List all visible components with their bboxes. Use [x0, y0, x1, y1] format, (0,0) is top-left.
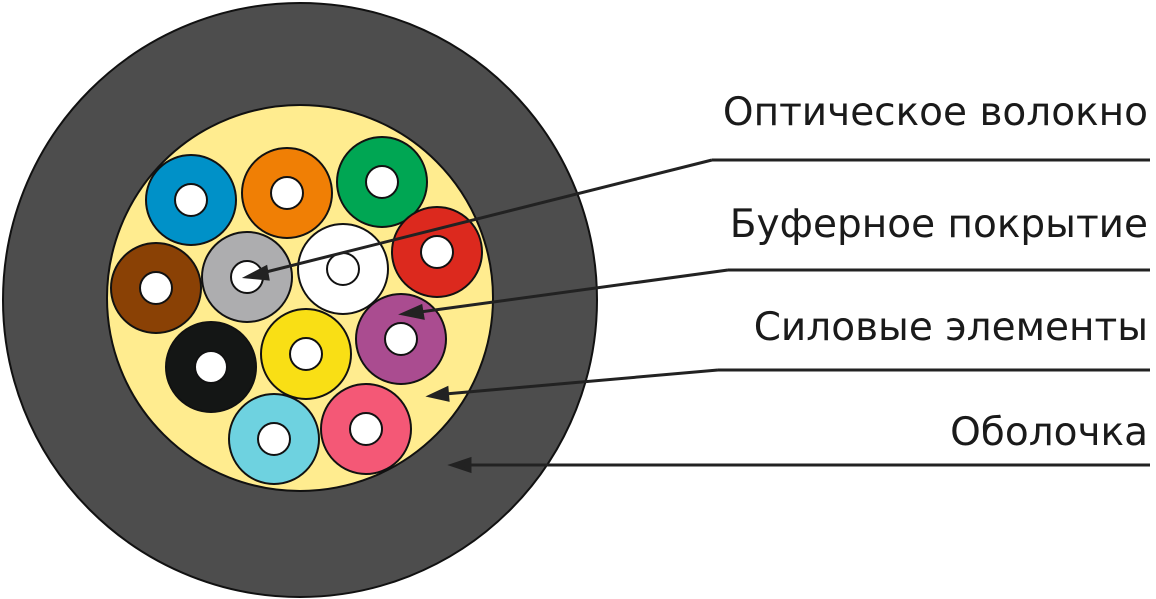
optical-fiber-12: [349, 412, 383, 446]
optical-fiber-1: [174, 183, 208, 217]
optical-fiber-3: [365, 165, 399, 199]
optical-fiber-5: [139, 271, 173, 305]
optical-fiber-4: [420, 235, 454, 269]
arrowhead-buffer: [398, 303, 425, 320]
arrowhead-sheath: [447, 456, 472, 474]
arrowhead-strength: [425, 385, 450, 402]
optical-fiber-8: [384, 322, 418, 356]
arrow-strength: [444, 368, 719, 396]
label-strength-members: Силовые элементы: [753, 305, 1148, 350]
optical-fiber-10: [289, 337, 323, 371]
optical-fiber-9: [194, 350, 228, 384]
label-buffer-coating: Буферное покрытие: [729, 202, 1148, 247]
optical-fiber-11: [257, 422, 291, 456]
label-sheath: Оболочка: [950, 410, 1148, 455]
arrow-fiber: [261, 158, 713, 275]
arrow-buffer: [419, 268, 729, 314]
label-optical-fiber: Оптическое волокно: [722, 90, 1148, 135]
optical-fiber-2: [270, 176, 304, 210]
arrowhead-fiber: [241, 264, 270, 281]
optical-fiber-7: [326, 252, 360, 286]
